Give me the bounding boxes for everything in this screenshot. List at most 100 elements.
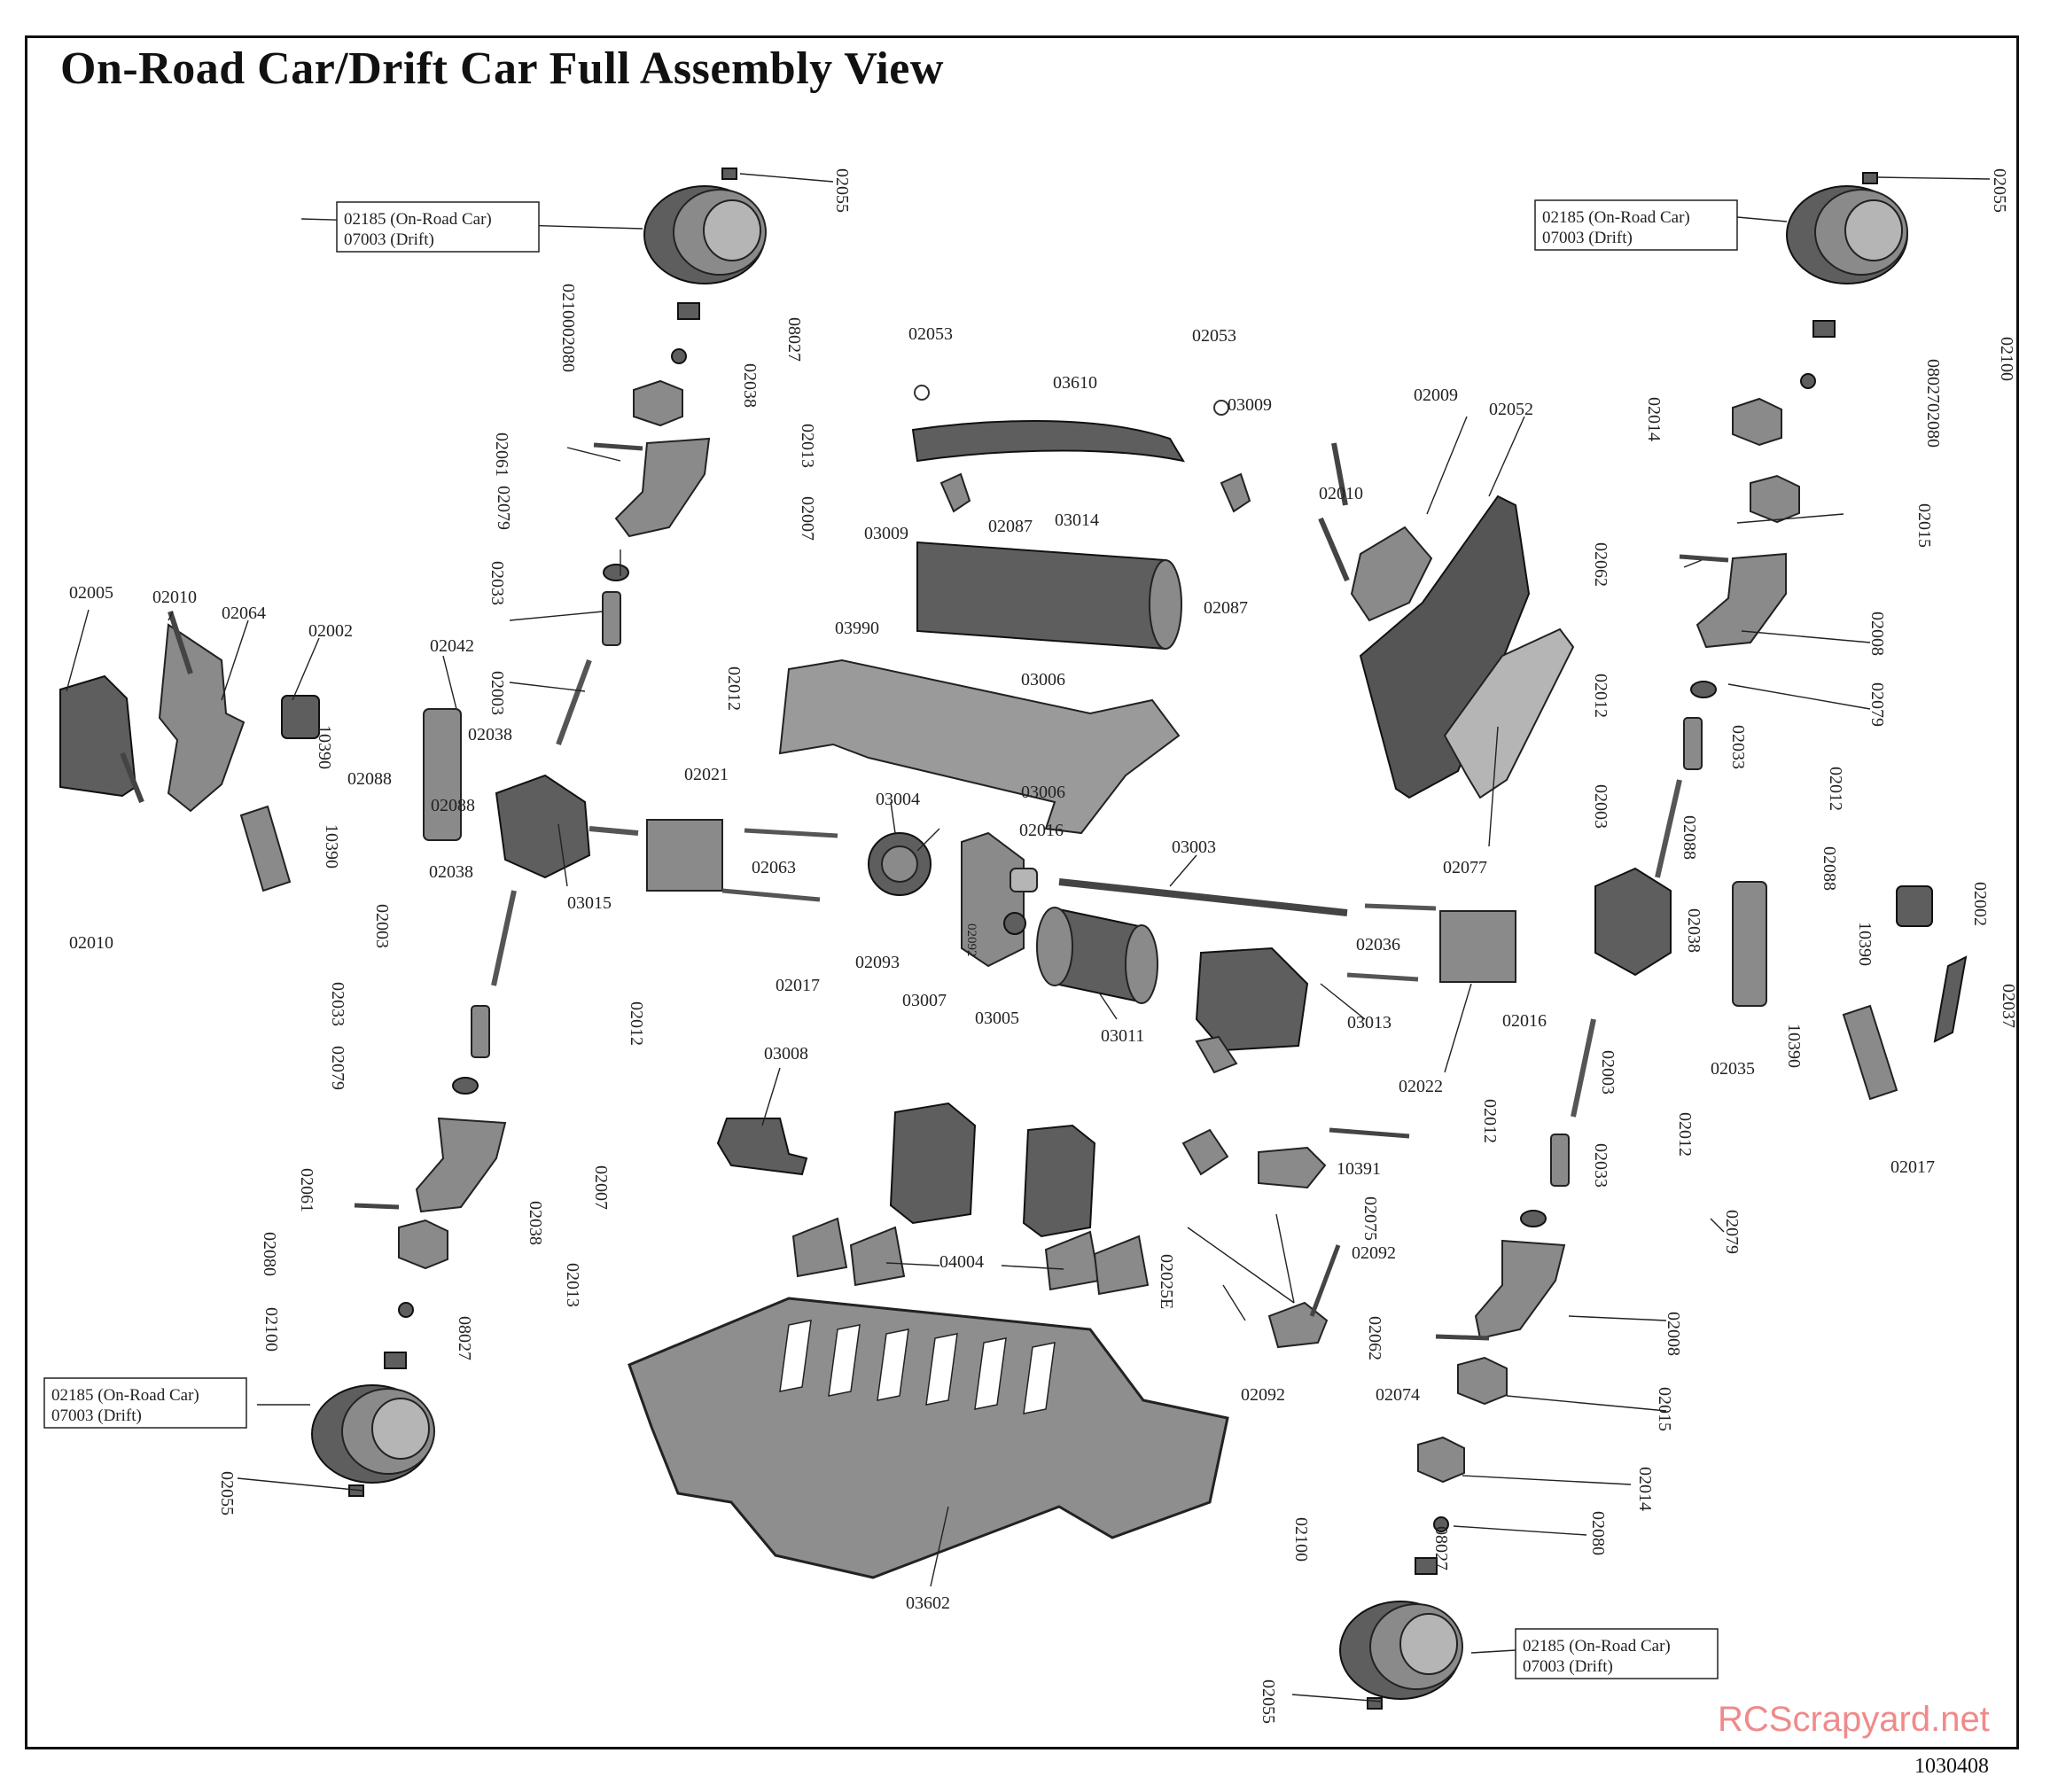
watermark: RCScrapyard.net (1718, 1700, 1990, 1739)
part-label: 02053 (908, 324, 953, 344)
part-label: 02053 (1192, 326, 1236, 346)
wheel-callout-line2: 07003 (Drift) (344, 230, 434, 249)
wheel-callout-line1: 02185 (On-Road Car) (1542, 208, 1690, 227)
suspension-arm-front-left (614, 437, 711, 538)
part-label: 02080 (1923, 403, 1943, 448)
part-label: 10390 (1855, 922, 1875, 966)
suspension-arm-rear-right (1474, 1239, 1566, 1340)
hinge-pin (593, 442, 643, 451)
part-label: 02087 (988, 517, 1033, 536)
part-label: 02014 (1644, 397, 1664, 441)
part-label: 02012 (1591, 674, 1610, 718)
part-label: 02093 (855, 953, 900, 972)
body-clip (1213, 400, 1229, 416)
wheel-nut (721, 168, 737, 180)
servo (1195, 947, 1309, 1052)
part-label: 02052 (1489, 400, 1533, 419)
wheel-callout-rear-left: 02185 (On-Road Car) 07003 (Drift) (43, 1377, 247, 1429)
shock-body (1842, 1004, 1898, 1101)
part-label: 02017 (1890, 1157, 1935, 1177)
bearing (671, 348, 687, 364)
wheel-callout-front-left: 02185 (On-Road Car) 07003 (Drift) (336, 201, 540, 253)
part-label: 08027 (1431, 1526, 1451, 1570)
top-deck (778, 658, 1181, 835)
part-label: 03015 (567, 893, 612, 913)
wheel-hex (677, 302, 700, 320)
front-bumper (59, 674, 137, 798)
body-post (1331, 442, 1348, 506)
part-label: 10390 (322, 824, 341, 869)
suspension-arm-rear-left (415, 1117, 507, 1213)
part-label: 02013 (798, 424, 817, 468)
wheel-front-left (643, 185, 767, 284)
part-label: 02088 (431, 796, 475, 815)
steering-knuckle (1732, 397, 1782, 447)
outdrive (1683, 717, 1703, 770)
drive-shaft (491, 890, 517, 986)
part-label: 03013 (1347, 1013, 1391, 1032)
diagram-frame (25, 35, 2019, 1749)
part-label: 02055 (1990, 168, 2009, 213)
pivot-ball (452, 1077, 479, 1095)
part-label: 02002 (308, 621, 353, 641)
part-label: 02100 (558, 284, 578, 328)
part-label: 03009 (864, 524, 908, 543)
side-guard (1044, 1230, 1101, 1291)
shock-tower (158, 623, 246, 813)
part-label: 02080 (1588, 1511, 1608, 1555)
drive-shaft (1655, 779, 1682, 878)
part-label: 02092 (1352, 1243, 1396, 1263)
pivot-ball (1520, 1210, 1547, 1227)
part-label: 03006 (1021, 783, 1065, 802)
steering-link (1309, 1244, 1341, 1317)
part-label: 02021 (684, 765, 729, 784)
part-label: 02005 (69, 583, 113, 603)
part-label: 02007 (798, 496, 817, 541)
part-label: 04004 (939, 1252, 984, 1272)
part-label: 02092 (1241, 1385, 1285, 1405)
part-label: 02080 (260, 1232, 279, 1276)
part-label: 03007 (902, 991, 947, 1010)
outdrive (471, 1005, 490, 1058)
wheel-front-right (1786, 185, 1908, 284)
suspension-arm-front-right (1696, 552, 1787, 649)
leader-lines (66, 173, 1991, 1702)
bearing (398, 1302, 414, 1318)
part-label: 02062 (1365, 1316, 1384, 1360)
pinion-gear (1003, 912, 1026, 935)
part-label: 02088 (1680, 815, 1699, 860)
part-label: 10390 (1784, 1024, 1804, 1068)
part-label: 02079 (494, 486, 513, 530)
wheel-callout-line2: 07003 (Drift) (1542, 229, 1633, 247)
part-label: 02100 (1291, 1517, 1311, 1562)
part-label: 02042 (430, 636, 474, 656)
part-label: 02064 (222, 604, 266, 623)
wheel-hex (1812, 320, 1836, 338)
part-label: 03008 (764, 1044, 808, 1064)
part-label: 02003 (1598, 1050, 1618, 1095)
part-label: 02055 (217, 1471, 237, 1515)
servo-mount (716, 1118, 808, 1176)
wheel-rear-left (311, 1384, 435, 1484)
wheel-rear-right (1339, 1601, 1463, 1700)
part-label: 02079 (328, 1046, 347, 1090)
part-label: 02010 (152, 588, 197, 607)
chassis-rod (1364, 903, 1437, 911)
part-label: 03602 (906, 1593, 950, 1613)
part-label: 02033 (328, 982, 347, 1026)
part-label: 03005 (975, 1009, 1019, 1028)
part-label: 02010 (69, 933, 113, 953)
part-label: 02015 (1655, 1387, 1674, 1431)
spur-gear-hub (881, 845, 918, 883)
wheel-nut (1862, 172, 1878, 184)
part-label: 02038 (429, 862, 473, 882)
part-label: 02003 (1591, 784, 1610, 829)
drive-shaft (1571, 1018, 1596, 1118)
battery-pack (916, 541, 1166, 651)
part-label: 02022 (1399, 1077, 1443, 1096)
part-label: 02002 (1970, 882, 1990, 926)
body-clip (914, 385, 930, 401)
wheel-callout-rear-right: 02185 (On-Road Car) 07003 (Drift) (1515, 1628, 1719, 1679)
part-label: 02075 (1360, 1196, 1380, 1241)
